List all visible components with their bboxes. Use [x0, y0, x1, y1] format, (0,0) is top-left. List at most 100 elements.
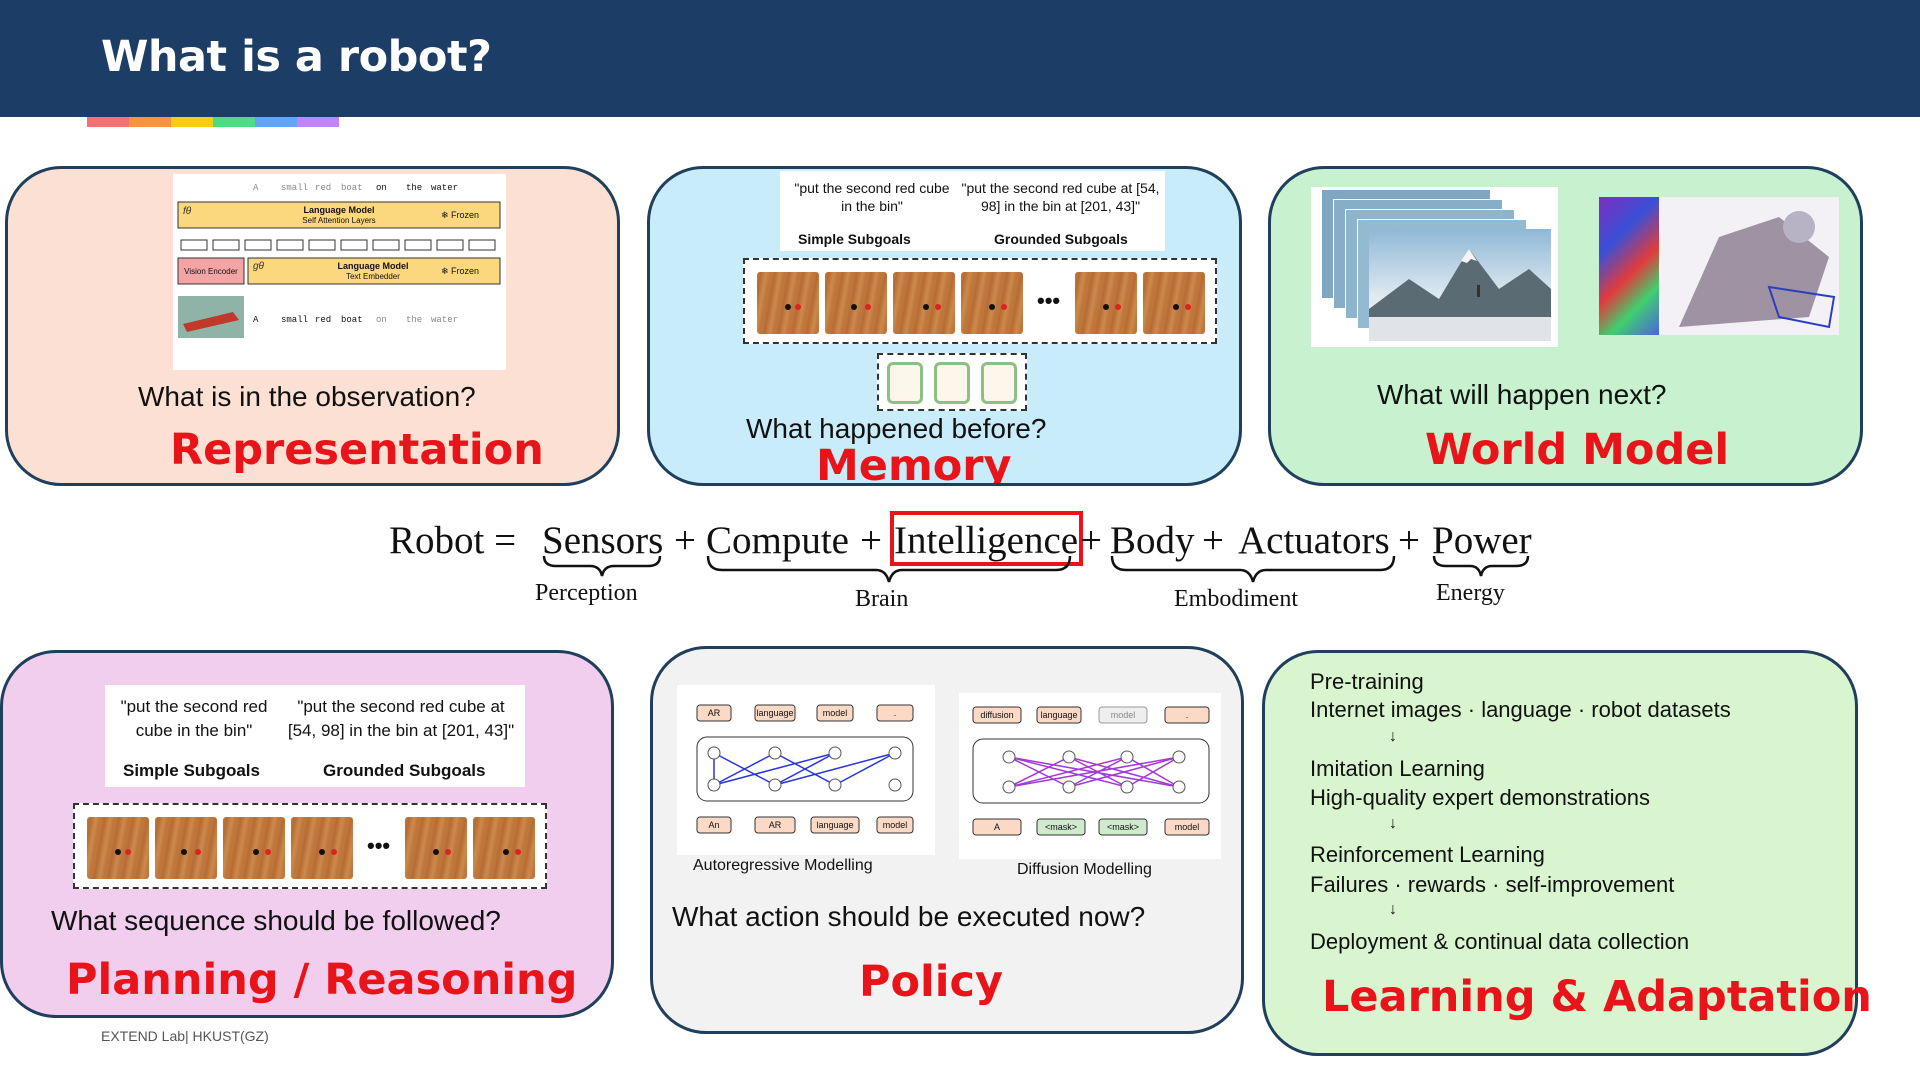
token-bottom-1: A [253, 315, 259, 325]
rainbow-segment [255, 117, 297, 127]
planning-frame-strip: ••• [73, 803, 547, 889]
token-bottom-4: boat [341, 315, 363, 325]
world-title: World Model [1425, 425, 1730, 475]
diff-top-token-1: diffusion [980, 710, 1013, 720]
memory-frame-strip: ••• [743, 258, 1217, 344]
video-frame [405, 817, 467, 879]
header-bar: What is a robot? [0, 0, 1920, 117]
formula-plus: + [1202, 519, 1224, 562]
rainbow-segment [297, 117, 339, 127]
lm-top-sub: Self Attention Layers [302, 216, 375, 225]
diff-bottom-token-2: <mask> [1045, 822, 1077, 832]
footer-credit: EXTEND Lab| HKUST(GZ) [101, 1028, 269, 1044]
arrow-down-icon: ↓ [1389, 901, 1397, 918]
representation-figure: A small red boat on the water fθ Languag… [173, 174, 506, 370]
video-frame [87, 817, 149, 879]
card-world-model: What will happen next? World Model [1268, 166, 1863, 486]
memory-slot [934, 362, 970, 404]
learning-line-rl: Reinforcement Learning [1310, 842, 1545, 867]
token-top-1: A [253, 183, 259, 193]
brace-brain [706, 555, 1072, 583]
learning-line-imitation: Imitation Learning [1310, 756, 1485, 781]
video-frame [961, 272, 1023, 334]
video-frame [155, 817, 217, 879]
arrow-down-icon: ↓ [1389, 728, 1397, 745]
memory-slot [887, 362, 923, 404]
diffusion-diagram-panel: diffusion language model . A [959, 693, 1221, 859]
label-energy: Energy [1436, 580, 1505, 606]
vision-encoder-block [177, 257, 245, 285]
ar-diagram-panel: AR language model . An [677, 685, 935, 855]
frozen-top: ❄ Frozen [441, 210, 479, 220]
formula-power: Power [1432, 519, 1532, 562]
rainbow-accent-bar [87, 117, 339, 127]
arrow-down-icon: ↓ [1389, 815, 1397, 832]
vision-encoder-label: Vision Encoder [184, 267, 238, 276]
rainbow-segment [129, 117, 171, 127]
underbraces [542, 555, 1530, 583]
token-bottom-3: red [315, 315, 331, 325]
planning-grounded-label: Grounded Subgoals [323, 761, 486, 780]
lm-bottom-sub: Text Embedder [346, 272, 400, 281]
rainbow-segment [87, 117, 129, 127]
ar-top-token-3: model [823, 708, 848, 718]
planning-simple-label: Simple Subgoals [123, 761, 260, 780]
diffusion-diagram: diffusion language model . A [972, 706, 1210, 836]
label-perception: Perception [535, 580, 638, 606]
token-bottom-5: on [376, 315, 387, 325]
policy-question: What action should be executed now? [672, 901, 1146, 932]
formula-plus: + [860, 519, 882, 562]
card-planning: "put the second red cube in the bin" "pu… [0, 650, 614, 1018]
token-top-2: small [281, 183, 308, 193]
video-frame [893, 272, 955, 334]
seg-map [1599, 197, 1659, 335]
formula-plus: + [1398, 519, 1420, 562]
ar-top-token-2: language [756, 708, 793, 718]
frame-ellipsis: ••• [1037, 288, 1061, 313]
learning-line-rl-detail: Failures · rewards · self-improvement [1310, 872, 1675, 897]
token-bottom-6: the [406, 315, 422, 325]
lm-bottom-label: Language Model [337, 261, 408, 271]
ar-bottom-token-2: AR [769, 820, 782, 830]
formula-sensors: Sensors [542, 519, 664, 562]
world-question: What will happen next? [1377, 379, 1667, 410]
brace-perception [542, 555, 662, 577]
lm-bottom-block [247, 257, 501, 285]
rainbow-segment [213, 117, 255, 127]
robot-pointcloud [1659, 197, 1839, 335]
f-theta-label: fθ [183, 206, 192, 217]
card-learning [1262, 650, 1858, 1056]
token-top-5: on [376, 183, 387, 193]
diff-top-token-2: language [1040, 710, 1077, 720]
ar-top-token-4: . [894, 708, 897, 718]
token-top-7: water [431, 183, 458, 193]
memory-slots [877, 353, 1027, 411]
page-title: What is a robot? [101, 32, 492, 82]
video-frame [1143, 272, 1205, 334]
memory-simple-label: Simple Subgoals [798, 231, 911, 247]
formula-intelligence: Intelligence [894, 519, 1079, 562]
planning-grounded-quote: "put the second red cube at [54, 98] in … [287, 697, 515, 740]
lm-top-block [177, 201, 501, 229]
video-frame [1075, 272, 1137, 334]
video-frame [223, 817, 285, 879]
label-brain: Brain [855, 586, 909, 612]
planning-simple-quote: "put the second red cube in the bin" [120, 697, 268, 740]
video-frame [825, 272, 887, 334]
representation-question: What is in the observation? [138, 381, 476, 412]
diff-bottom-token-4: model [1175, 822, 1200, 832]
learning-title: Learning & Adaptation [1322, 972, 1872, 1022]
video-frame [291, 817, 353, 879]
diff-top-token-4: . [1186, 710, 1189, 720]
autoregressive-diagram: AR language model . An [696, 704, 914, 834]
lm-top-label: Language Model [303, 205, 374, 215]
token-top-3: red [315, 183, 331, 193]
formula-plus: + [674, 519, 696, 562]
memory-title: Memory [816, 441, 1012, 486]
card-memory: "put the second red cube in the bin" "pu… [647, 166, 1242, 486]
brace-energy [1432, 555, 1530, 577]
card-policy: AR language model . An [650, 646, 1244, 1034]
learning-line-imitation-detail: High-quality expert demonstrations [1310, 785, 1650, 810]
formula-robot: Robot = [389, 519, 517, 562]
label-embodiment: Embodiment [1174, 586, 1298, 612]
